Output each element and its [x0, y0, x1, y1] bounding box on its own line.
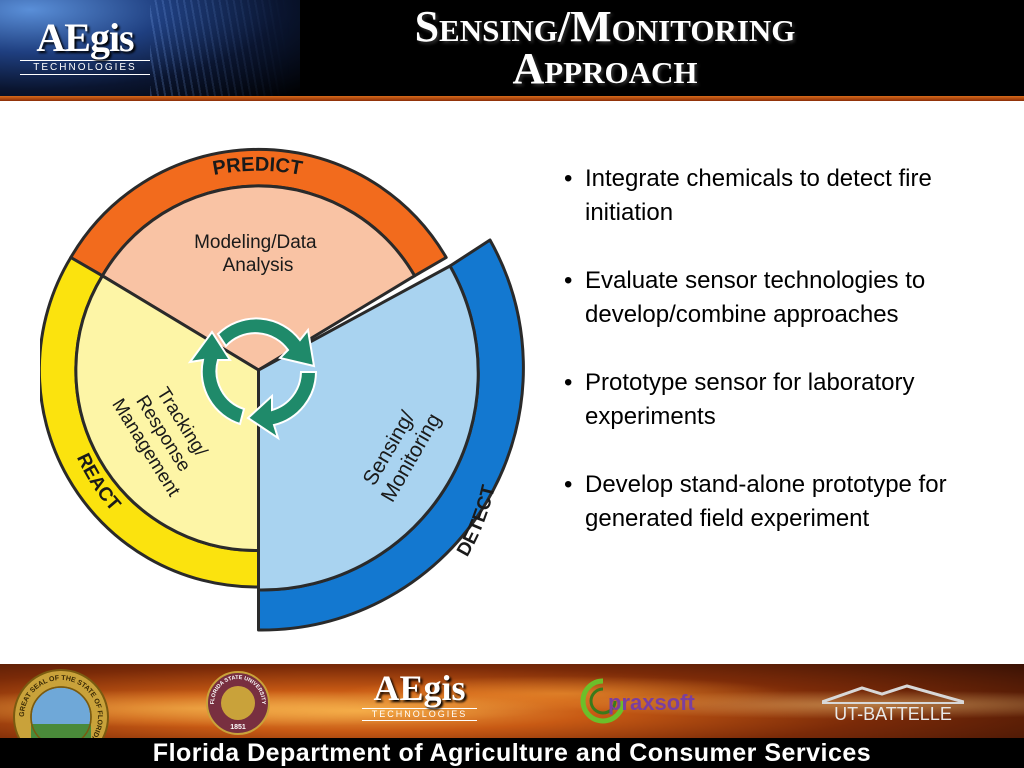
slide-title-line-1: Sensing/Monitoring	[414, 2, 796, 51]
bullet-item: •Prototype sensor for laboratory experim…	[560, 366, 970, 434]
bullet-dot-icon: •	[564, 267, 573, 294]
aegis-logo-text: AEgis	[36, 15, 134, 60]
aegis-footer-logo-text: AEgis	[373, 668, 466, 708]
modeling-data-analysis-label: Modeling/Data Analysis	[194, 232, 322, 276]
circular-arrows-icon	[187, 317, 318, 441]
bullet-dot-icon: •	[564, 369, 573, 396]
bullet-list: •Integrate chemicals to detect fire init…	[560, 162, 970, 570]
ut-battelle-mountain-icon	[822, 684, 964, 704]
header-divider	[0, 96, 1024, 101]
sensing-monitoring-segment	[257, 264, 480, 592]
footer-flames-background	[0, 664, 1024, 738]
cycle-arrow-right	[246, 371, 318, 441]
praxsoft-logo: praxsoft	[578, 676, 698, 726]
slide-header: AEgis TECHNOLOGIES Sensing/Monitoring Ap…	[0, 0, 1024, 96]
fsu-seal-logo: FLORIDA STATE UNIVERSITY 1851	[206, 671, 270, 735]
bullet-item: •Develop stand-alone prototype for gener…	[560, 468, 970, 536]
aegis-header-logo: AEgis TECHNOLOGIES	[20, 18, 150, 80]
bullet-dot-icon: •	[564, 165, 573, 192]
modeling-data-analysis-segment	[100, 184, 417, 372]
cycle-arrow-left	[187, 330, 246, 426]
header-rays-background	[150, 0, 290, 96]
slide-title: Sensing/Monitoring Approach	[300, 2, 910, 93]
slide-title-line-2: Approach	[512, 44, 698, 93]
fsu-seal-year: 1851	[230, 724, 246, 731]
bullet-item: •Integrate chemicals to detect fire init…	[560, 162, 970, 230]
ut-battelle-logo-text: UT-BATTELLE	[822, 702, 964, 724]
ut-battelle-logo: UT-BATTELLE	[822, 684, 964, 724]
predict-react-detect-cycle-diagram: PREDICT REACT DETECT Modeling/Data Analy…	[40, 147, 525, 632]
aegis-footer-logo-subtext: TECHNOLOGIES	[362, 708, 477, 721]
aegis-logo-subtext: TECHNOLOGIES	[20, 60, 150, 75]
aegis-footer-logo: AEgis TECHNOLOGIES	[362, 670, 477, 721]
header-glow-background	[0, 0, 300, 96]
bullet-item: •Evaluate sensor technologies to develop…	[560, 264, 970, 332]
predict-label: PREDICT	[211, 154, 304, 180]
cycle-arrow-top	[216, 317, 316, 368]
bullet-dot-icon: •	[564, 471, 573, 498]
footer-text-band	[0, 738, 1024, 768]
footer-department-name: Florida Department of Agriculture and Co…	[152, 739, 872, 767]
praxsoft-logo-text: praxsoft	[608, 690, 695, 715]
praxsoft-swirl-icon	[580, 678, 626, 724]
